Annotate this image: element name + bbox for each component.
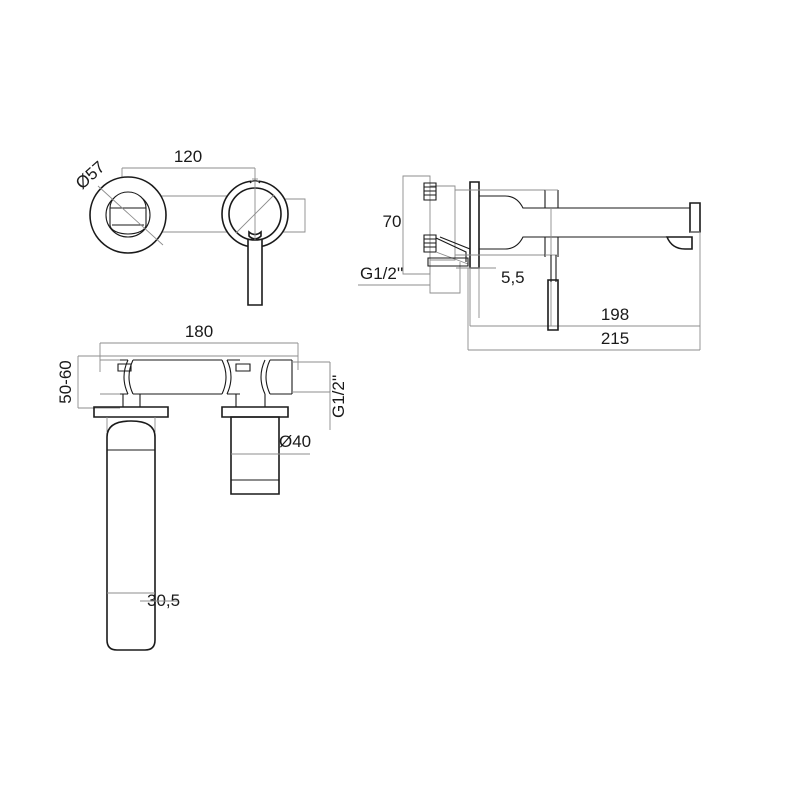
side-section-view: 70 G1/2''	[358, 175, 701, 351]
handle-assembly	[221, 178, 289, 306]
dim-70-label: 70	[383, 212, 402, 231]
dimension-70: 70	[383, 212, 402, 231]
spout-tube: 30,5	[106, 417, 180, 651]
wall-flanges	[93, 406, 289, 418]
dim-50-60-label: 50-60	[56, 360, 75, 403]
dimension-198: 198	[469, 232, 701, 327]
dim-30-5-label: 30,5	[147, 591, 180, 610]
dim-d40-label: Ø40	[279, 432, 311, 451]
dim-g12-plan-label: G1/2''	[329, 375, 348, 418]
concealed-body	[100, 355, 331, 407]
dim-198-label: 198	[601, 305, 629, 324]
spout-escutcheon: Ø57	[72, 157, 167, 254]
dimension-215: 215	[467, 268, 701, 351]
dim-120-label: 120	[174, 147, 202, 166]
dim-g12-side-label: G1/2''	[360, 264, 403, 283]
dimension-50-60: 50-60	[56, 355, 120, 409]
plan-body-view: 180 50-60	[56, 322, 348, 651]
front-elevation-view: 120 Ø57	[72, 147, 306, 306]
dim-180-label: 180	[185, 322, 213, 341]
dim-215-label: 215	[601, 329, 629, 348]
plan-outlet-thread: G1/2''	[329, 362, 348, 430]
spout-neck	[455, 189, 578, 257]
mounting-sleeve: Ø40	[230, 416, 311, 495]
dim-5-5-label: 5,5	[501, 268, 525, 287]
inlet-connector	[423, 182, 471, 294]
dimension-180: 180	[99, 322, 299, 372]
